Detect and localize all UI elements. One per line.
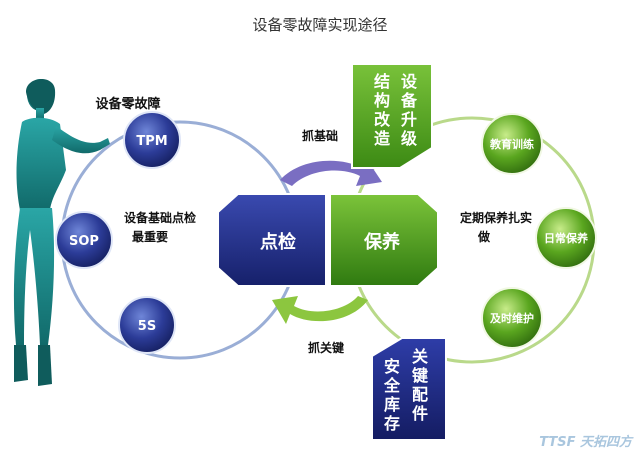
node-sop-label: SOP [69, 234, 99, 249]
node-5s-label: 5S [138, 319, 156, 334]
bottom-banner-char: 全 [383, 376, 401, 395]
top-cycle-arrow-icon [280, 158, 382, 186]
bottom-banner: 安 全 库 存 关 键 配 件 [371, 337, 447, 441]
node-education-training: 教育训练 [481, 113, 543, 175]
top-banner-char: 升 [401, 110, 417, 129]
node-education-training-label: 教育训练 [489, 137, 534, 151]
bottom-banner-char: 配 [412, 385, 428, 404]
bottom-banner-char: 安 [384, 357, 400, 376]
goal-label: 设备零故障 [95, 96, 160, 112]
node-daily-maintenance: 日常保养 [535, 207, 597, 269]
bottom-banner-char: 键 [411, 366, 428, 385]
inspection-box: 点检 [217, 193, 327, 287]
node-tpm-label: TPM [136, 134, 167, 149]
node-daily-maintenance-label: 日常保养 [544, 231, 589, 245]
watermark-logo: TTSF 天拓四方 [539, 434, 634, 450]
top-banner-char: 设 [401, 72, 418, 91]
bottom-arrow-label: 抓关键 [308, 340, 344, 355]
top-banner-char: 结 [373, 72, 390, 91]
top-banner-char: 造 [374, 129, 391, 148]
bottom-banner-char: 库 [384, 395, 400, 414]
top-banner-char: 构 [374, 91, 390, 110]
diagram-title: 设备零故障实现途径 [252, 16, 387, 34]
bottom-banner-char: 存 [384, 414, 400, 433]
top-arrow-label: 抓基础 [302, 128, 338, 143]
node-timely-repair: 及时维护 [481, 287, 543, 349]
woman-figure-icon [13, 78, 110, 386]
top-banner-char: 备 [400, 91, 418, 110]
node-tpm: TPM [123, 111, 181, 169]
node-sop: SOP [55, 211, 113, 269]
right-label-line2: 做 [477, 229, 491, 244]
right-label-line1: 定期保养扎实 [460, 210, 532, 225]
basis-label-line2: 最重要 [132, 229, 168, 244]
bottom-cycle-arrow-icon [272, 296, 368, 324]
bottom-banner-char: 件 [412, 404, 428, 423]
node-timely-repair-label: 及时维护 [490, 311, 534, 325]
node-5s: 5S [118, 296, 176, 354]
inspection-box-label: 点检 [260, 231, 296, 253]
top-banner: 结 构 改 造 设 备 升 级 [351, 63, 433, 169]
top-banner-char: 级 [401, 129, 418, 148]
maintenance-box: 保养 [329, 193, 439, 287]
basis-label-line1: 设备基础点检 [124, 210, 196, 225]
bottom-banner-char: 关 [412, 347, 428, 366]
maintenance-box-label: 保养 [363, 231, 401, 253]
top-banner-char: 改 [374, 110, 391, 129]
